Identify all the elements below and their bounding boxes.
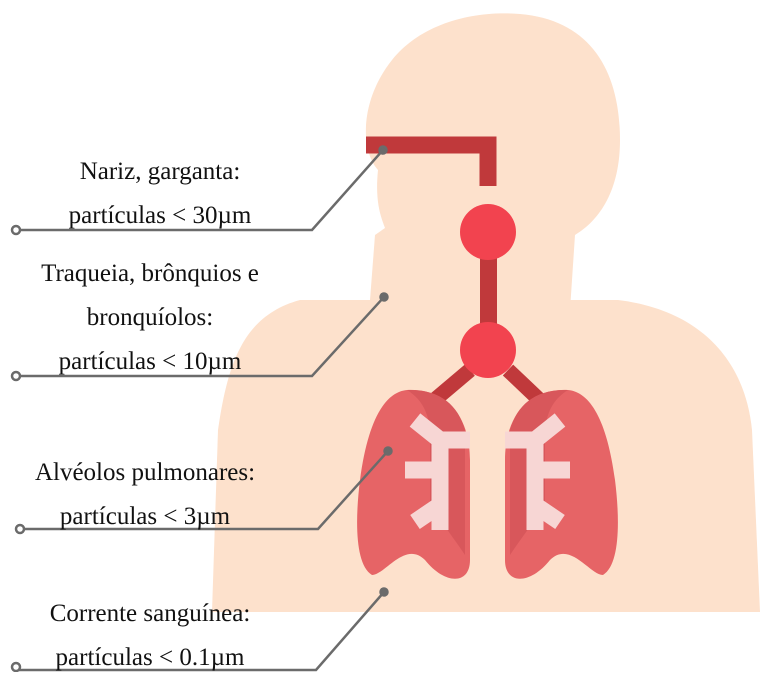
label-trachea-line-3: partículas < 10µm <box>0 340 300 384</box>
chest-node <box>460 322 516 378</box>
label-nose-line-2: partículas < 30µm <box>20 194 300 238</box>
label-nose: Nariz, garganta: partículas < 30µm <box>20 150 300 238</box>
label-nose-line-1: Nariz, garganta: <box>20 150 300 194</box>
trachea <box>480 256 497 326</box>
label-blood-line-1: Corrente sanguínea: <box>5 592 295 636</box>
leader-nose-start <box>12 226 20 234</box>
label-alveoli: Alvéolos pulmonares: partículas < 3µm <box>0 451 290 539</box>
leader-blood-end <box>381 589 388 596</box>
label-trachea-line-1: Traqueia, brônquios e <box>0 252 300 296</box>
label-trachea: Traqueia, brônquios e bronquíolos: partí… <box>0 252 300 384</box>
label-alveoli-line-2: partículas < 3µm <box>0 495 290 539</box>
label-alveoli-line-1: Alvéolos pulmonares: <box>0 451 290 495</box>
leader-nose-end <box>380 147 387 154</box>
label-blood: Corrente sanguínea: partículas < 0.1µm <box>5 592 295 680</box>
leader-trachea-end <box>381 294 388 301</box>
label-blood-line-2: partículas < 0.1µm <box>5 636 295 680</box>
leader-alveoli-end <box>385 448 392 455</box>
label-trachea-line-2: bronquíolos: <box>0 296 300 340</box>
throat-node <box>460 204 516 260</box>
